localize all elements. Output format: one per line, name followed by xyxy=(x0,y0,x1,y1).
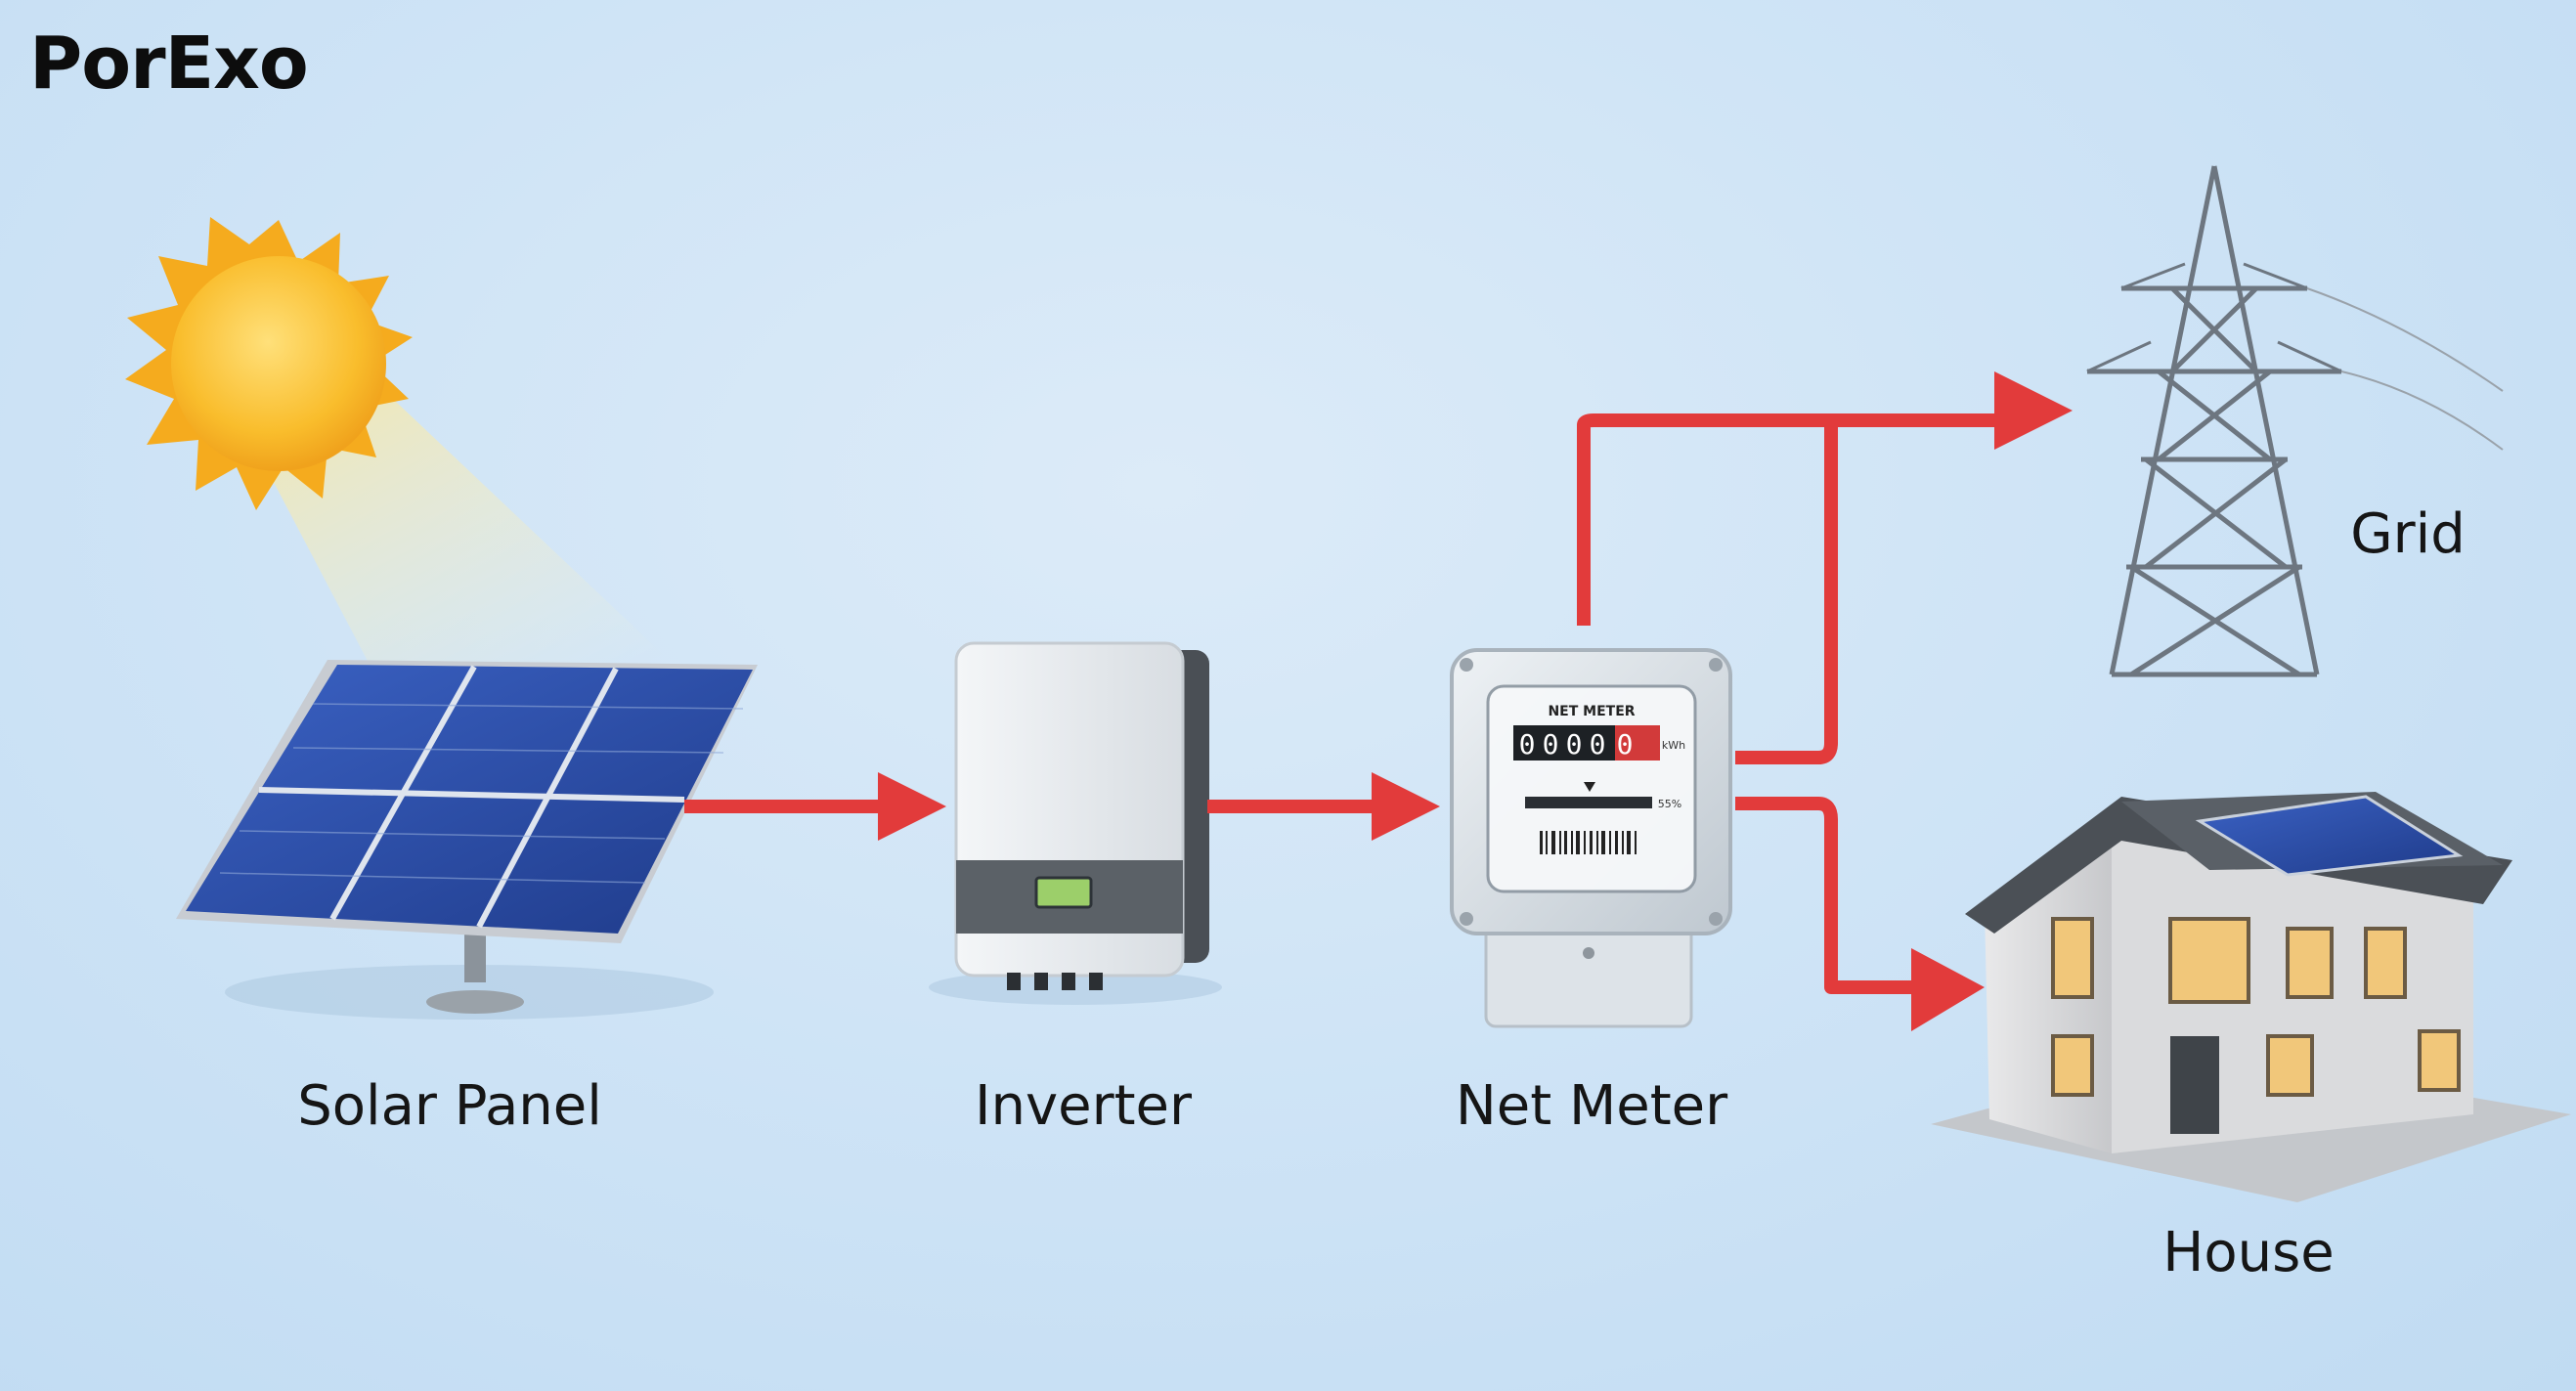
meter-digit-1: 0 xyxy=(1519,728,1536,761)
flow-line-meter-up xyxy=(1577,413,2004,626)
meter-digit-4: 0 xyxy=(1590,728,1606,761)
label-net-meter: Net Meter xyxy=(1456,1074,1728,1138)
sun-icon xyxy=(125,217,413,510)
meter-title: NET METER xyxy=(1548,704,1635,719)
label-grid: Grid xyxy=(2350,502,2466,566)
flow-line-meter-branch-up xyxy=(1735,420,1838,764)
meter-percent: 55% xyxy=(1658,798,1681,810)
meter-digit-5: 0 xyxy=(1617,728,1634,761)
net-meter-icon: NET METER 0 0 0 0 0 kWh 55% xyxy=(1450,648,1732,1028)
flow-arrow-to-house xyxy=(1911,948,1985,1031)
meter-digit-2: 0 xyxy=(1543,728,1559,761)
flow-line-meter-to-house xyxy=(1735,797,1921,994)
brand-logo: PorExo xyxy=(29,22,309,106)
inverter-icon xyxy=(929,641,1222,1005)
label-house: House xyxy=(2162,1221,2335,1284)
label-inverter: Inverter xyxy=(975,1074,1193,1138)
house-icon xyxy=(1931,792,2571,1202)
label-solar-panel: Solar Panel xyxy=(297,1074,602,1138)
meter-unit: kWh xyxy=(1662,739,1685,752)
meter-digit-3: 0 xyxy=(1566,728,1583,761)
flow-arrow-to-grid xyxy=(1994,371,2073,450)
solar-panel-icon xyxy=(176,660,758,1020)
transmission-tower-icon xyxy=(2086,165,2504,677)
